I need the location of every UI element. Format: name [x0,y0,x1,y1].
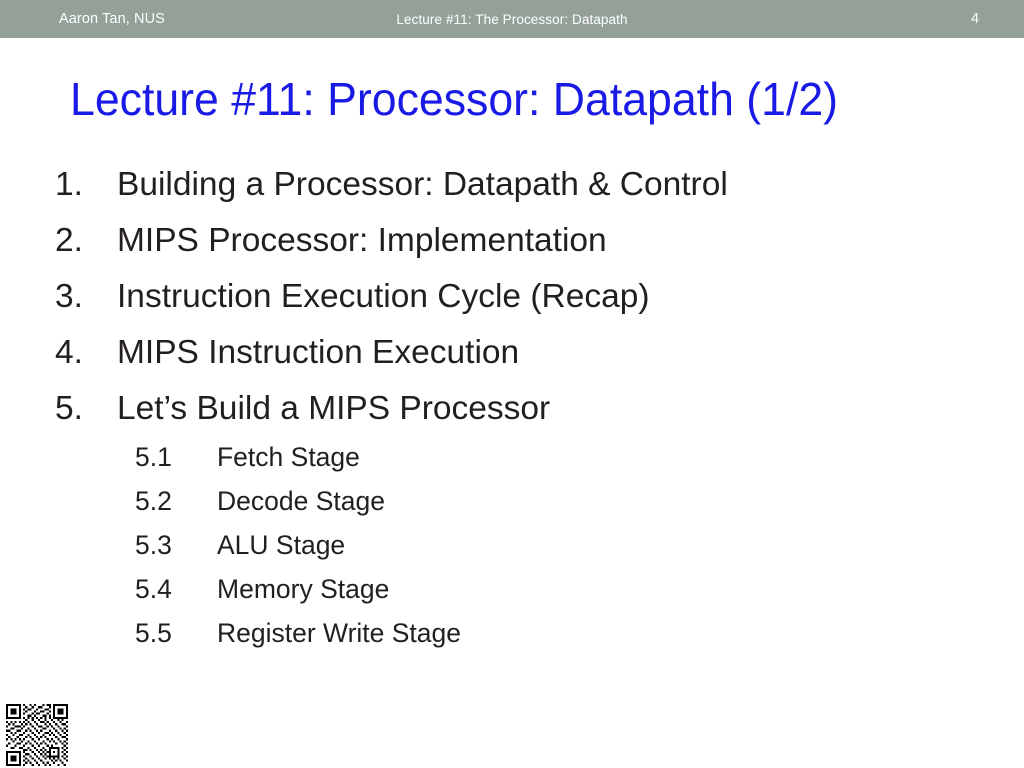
header-author: Aaron Tan, NUS [59,11,165,27]
list-item: 1. Building a Processor: Datapath & Contr… [55,163,728,207]
list-item-label: Building a Processor: Datapath & Control [117,166,728,203]
list-subitem-label: ALU Stage [217,530,346,560]
list-item: 2. MIPS Processor: Implementation [55,219,607,263]
list-item: 5. Let’s Build a MIPS Processor [55,387,550,431]
list-item-number: 1. [55,166,83,203]
list-subitem: 5.5 Register Write Stage [135,615,461,651]
list-item-number: 5. [55,390,83,427]
list-item-label: MIPS Processor: Implementation [117,222,607,259]
list-subitem-label: Fetch Stage [217,442,360,472]
slide-header-bar: Aaron Tan, NUS Lecture #11: The Processo… [0,0,1024,38]
list-subitem: 5.1 Fetch Stage [135,439,360,475]
page-title: Lecture #11: Processor: Datapath (1/2) [70,73,839,125]
list-item-label: Let’s Build a MIPS Processor [117,390,551,427]
list-item-number: 3. [55,278,83,315]
slide-number: 4 [970,11,980,27]
list-item-number: 2. [55,222,83,259]
list-subitem-number: 5.4 [135,574,172,604]
list-subitem: 5.2 Decode Stage [135,483,385,519]
list-subitem-number: 5.2 [135,486,172,516]
list-item-number: 4. [55,334,83,371]
list-item: 4. MIPS Instruction Execution [55,331,519,375]
list-subitem-label: Memory Stage [217,574,390,604]
list-subitem-number: 5.5 [135,618,172,648]
list-subitem: 5.4 Memory Stage [135,571,389,607]
header-lecture-title: Lecture #11: The Processor: Datapath [396,12,628,27]
list-subitem-number: 5.1 [135,442,172,472]
list-subitem-number: 5.3 [135,530,172,560]
list-item: 3. Instruction Execution Cycle (Recap) [55,275,650,319]
list-subitem-label: Register Write Stage [217,618,461,648]
list-subitem: 5.3 ALU Stage [135,527,345,563]
list-subitem-label: Decode Stage [217,486,385,516]
qr-code-icon [3,704,71,766]
list-item-label: Instruction Execution Cycle (Recap) [117,278,650,315]
list-item-label: MIPS Instruction Execution [117,334,520,371]
